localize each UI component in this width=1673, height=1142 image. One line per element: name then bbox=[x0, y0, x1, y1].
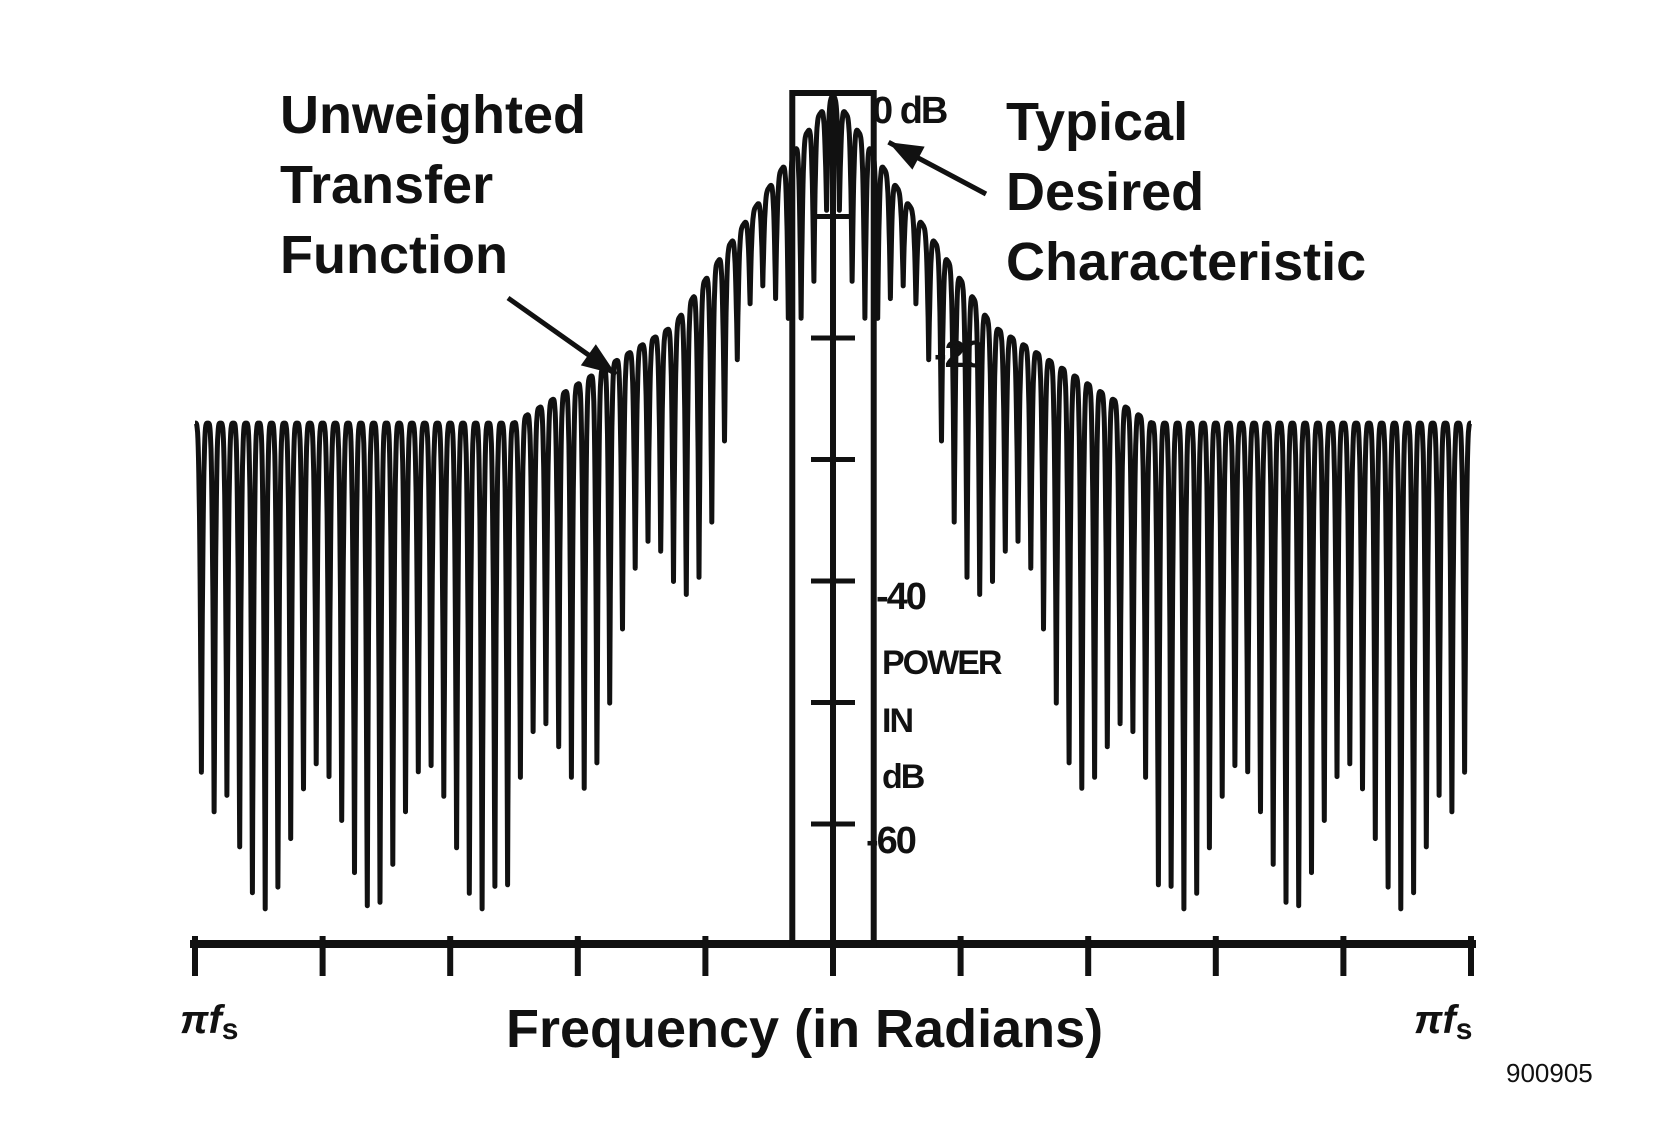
ytick-label-minus-40: -40 bbox=[876, 576, 927, 618]
left-end-text: πf bbox=[180, 998, 222, 1042]
ylabel-line-1: POWER bbox=[882, 644, 1002, 682]
ytick-label-minus-60: -60 bbox=[866, 820, 917, 862]
desired-characteristic-box bbox=[789, 90, 877, 947]
desired-arrow-head bbox=[888, 142, 925, 170]
unweighted-label-line-2: Transfer bbox=[280, 155, 494, 215]
desired-label-line-1: Typical bbox=[1006, 92, 1189, 152]
desired-label-line-3: Characteristic bbox=[1006, 232, 1367, 292]
unweighted-arrow-head bbox=[580, 344, 617, 375]
left-end-label: πfs bbox=[180, 1000, 238, 1045]
right-end-subscript: s bbox=[1455, 1013, 1473, 1046]
desired-label-line-2: Desired bbox=[1006, 162, 1205, 222]
ylabel-line-2: IN bbox=[882, 702, 914, 740]
right-end-label: πfs bbox=[1414, 1000, 1472, 1045]
left-end-subscript: s bbox=[221, 1013, 239, 1046]
power-axis-ticks bbox=[811, 214, 855, 827]
ytick-label-0db: 0 dB bbox=[872, 90, 948, 132]
figure-number: 900905 bbox=[1506, 1058, 1593, 1088]
x-axis-title: Frequency (in Radians) bbox=[506, 999, 1104, 1059]
ytick-label-minus-20: -20 bbox=[934, 334, 985, 376]
right-end-text: πf bbox=[1414, 998, 1456, 1042]
ylabel-line-3: dB bbox=[882, 758, 925, 796]
annotation-arrows bbox=[506, 139, 988, 377]
unweighted-label-line-3: Function bbox=[280, 225, 508, 285]
unweighted-label-line-1: Unweighted bbox=[280, 85, 586, 145]
